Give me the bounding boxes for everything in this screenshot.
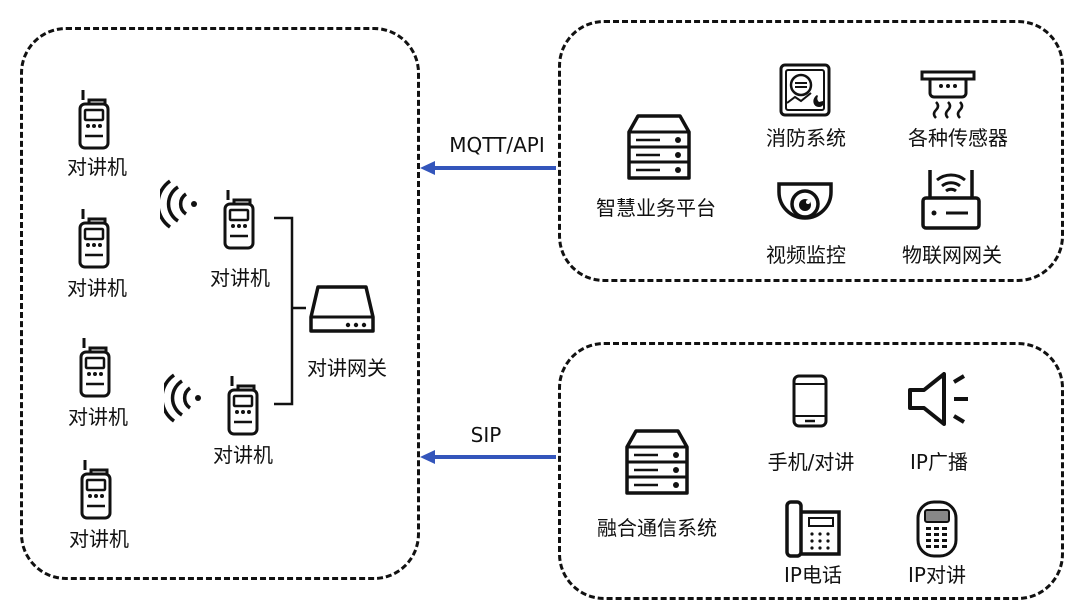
platform-label: 智慧业务平台 xyxy=(596,196,716,220)
radio-label-1: 对讲机 xyxy=(67,155,127,179)
walkie-talkie-icon xyxy=(79,458,113,524)
platform-group-box xyxy=(558,20,1064,282)
mobile-phone-icon xyxy=(792,374,828,432)
wireless-signal-icon xyxy=(156,178,202,234)
fire-label: 消防系统 xyxy=(766,126,846,150)
radio-label-3: 对讲机 xyxy=(68,405,128,429)
radio-label-4: 对讲机 xyxy=(69,527,129,551)
walkie-talkie-icon xyxy=(77,207,111,273)
system-label: 融合通信系统 xyxy=(597,516,717,540)
video-label: 视频监控 xyxy=(766,243,846,267)
gateway-label: 对讲网关 xyxy=(307,356,387,380)
server-icon xyxy=(626,113,692,185)
iot-router-icon xyxy=(920,168,982,238)
walkie-talkie-icon xyxy=(222,188,256,254)
desk-phone-icon xyxy=(783,500,843,562)
intercom-panel-icon xyxy=(915,500,959,562)
fire-alarm-phone-icon xyxy=(779,63,831,121)
comms-group-box xyxy=(558,342,1064,600)
radio-label-2: 对讲机 xyxy=(67,276,127,300)
speaker-icon xyxy=(906,372,976,430)
iot-label: 物联网网关 xyxy=(902,243,1002,267)
sensor-icon xyxy=(920,70,976,126)
walkie-talkie-icon xyxy=(78,336,112,402)
server-icon xyxy=(624,428,690,500)
sensor-label: 各种传感器 xyxy=(908,126,1008,150)
mobile-label: 手机/对讲 xyxy=(767,450,855,474)
mqtt-label: MQTT/API xyxy=(449,133,545,157)
cctv-camera-icon xyxy=(775,180,835,236)
radio-label-6: 对讲机 xyxy=(213,443,273,467)
radio-label-5: 对讲机 xyxy=(210,266,270,290)
intercom-label: IP对讲 xyxy=(908,563,966,587)
left-group-box xyxy=(20,27,420,580)
broadcast-label: IP广播 xyxy=(910,450,968,474)
sip-label: SIP xyxy=(470,423,502,447)
walkie-talkie-icon xyxy=(77,88,111,154)
phone-label: IP电话 xyxy=(784,563,842,587)
walkie-talkie-icon xyxy=(226,374,260,440)
wireless-signal-icon xyxy=(160,372,206,428)
gateway-icon xyxy=(308,283,376,339)
